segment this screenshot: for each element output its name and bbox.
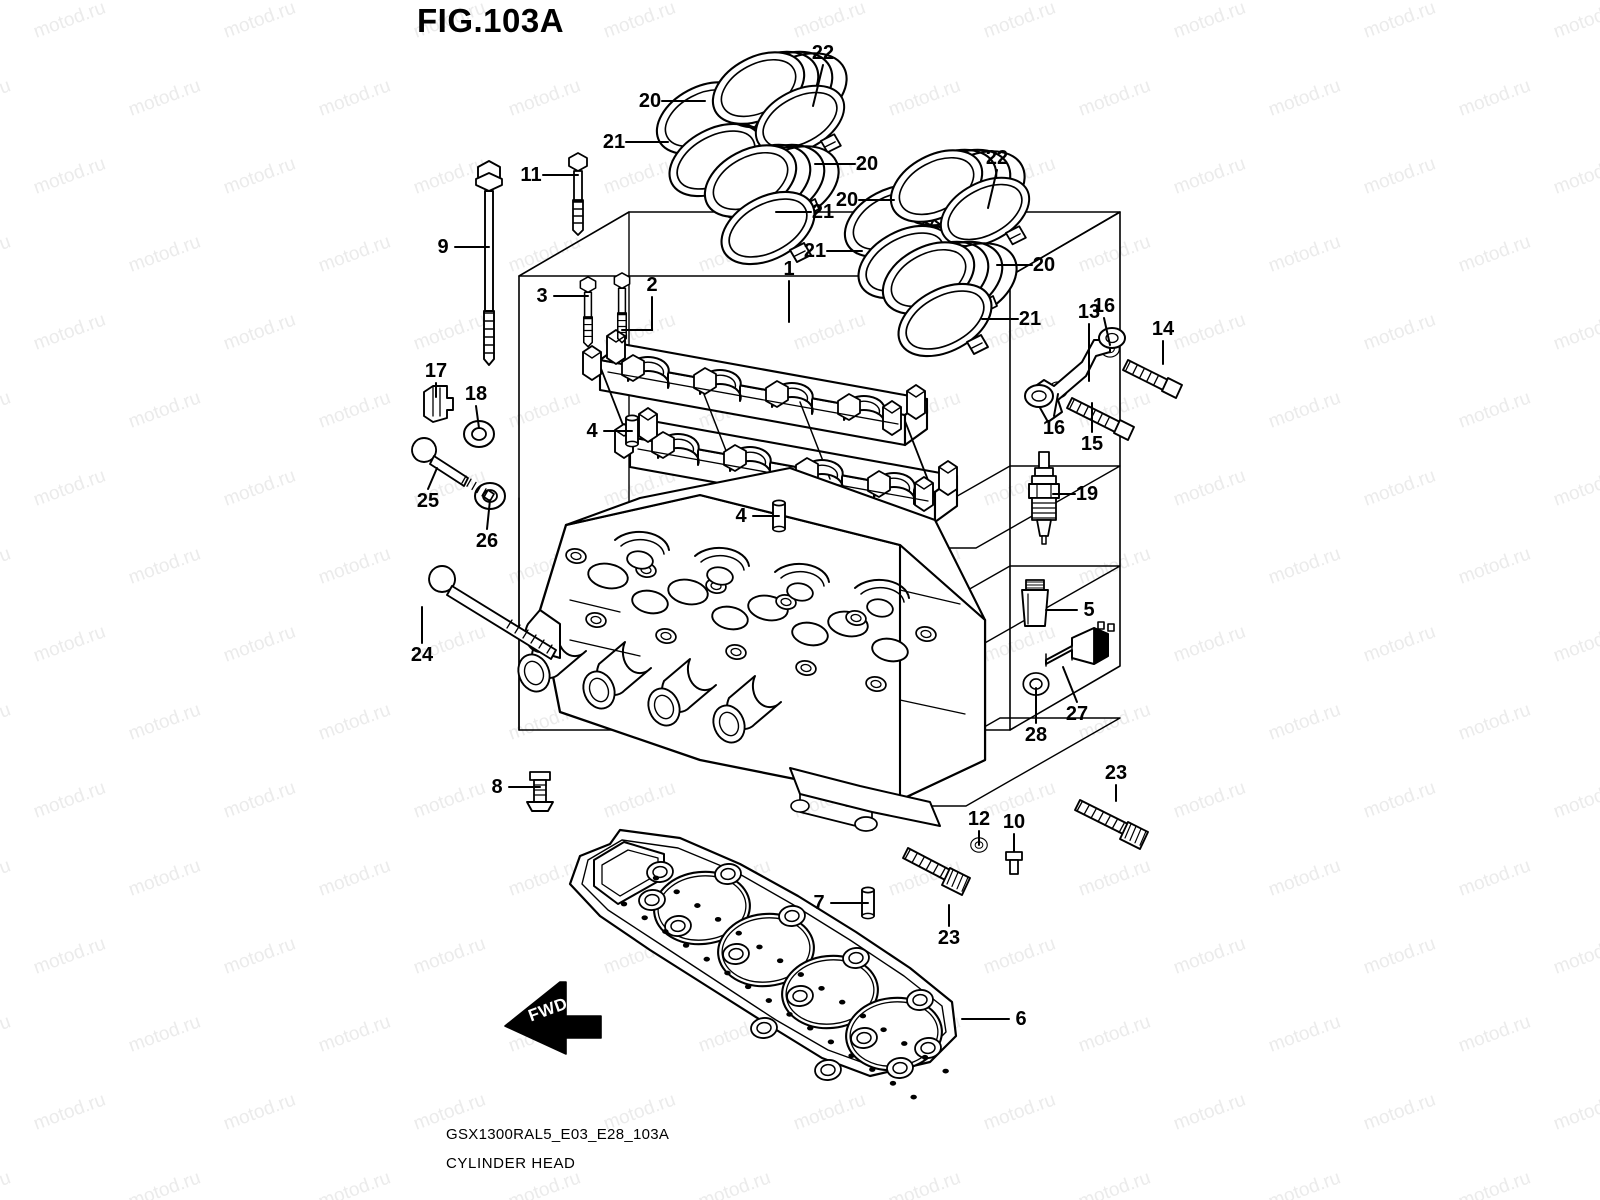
callout-26: 26 (475, 530, 499, 552)
callout-5: 5 (1083, 599, 1095, 621)
callout-4b: 4 (735, 505, 747, 527)
leader-line-18 (475, 405, 480, 429)
callout-21d: 21 (1018, 308, 1042, 330)
callout-10: 10 (1002, 811, 1026, 833)
leader-line-22a (812, 64, 824, 107)
callout-20c: 20 (835, 189, 859, 211)
callout-27: 27 (1065, 703, 1089, 725)
leader-line-25 (427, 467, 438, 490)
figure-title: FIG.103A (417, 2, 565, 39)
leader-line-2 (621, 296, 653, 331)
callout-3: 3 (536, 285, 548, 307)
callout-18: 18 (464, 383, 488, 405)
leader-line-27 (1062, 666, 1078, 703)
callout-2: 2 (646, 274, 658, 296)
callout-15: 15 (1080, 433, 1104, 455)
footer-part-code: GSX1300RAL5_E03_E28_103A (446, 1126, 670, 1143)
footer-assembly-name: CYLINDER HEAD (446, 1155, 576, 1172)
callout-6: 6 (1015, 1008, 1027, 1030)
callout-19: 19 (1075, 483, 1099, 505)
callout-16a: 16 (1092, 295, 1116, 317)
leader-line-16b (1053, 393, 1059, 417)
leader-line-22b (987, 169, 998, 209)
callout-7: 7 (813, 892, 825, 914)
callout-21c: 21 (803, 240, 827, 262)
callout-4a: 4 (586, 420, 598, 442)
callout-9: 9 (437, 236, 449, 258)
callout-12: 12 (967, 808, 991, 830)
callout-20d: 20 (1032, 254, 1056, 276)
callout-17: 17 (424, 360, 448, 382)
callout-13: 13 (1077, 301, 1101, 323)
callout-14: 14 (1151, 318, 1175, 340)
callout-20a: 20 (638, 90, 662, 112)
callout-24: 24 (410, 644, 434, 666)
callout-23b: 23 (937, 927, 961, 949)
callout-28: 28 (1024, 724, 1048, 746)
callout-16b: 16 (1042, 417, 1066, 439)
callout-25: 25 (416, 490, 440, 512)
callout-11: 11 (520, 164, 542, 186)
callout-8: 8 (491, 776, 503, 798)
callout-22a: 22 (811, 42, 835, 64)
leader-line-26 (486, 499, 491, 530)
callout-1: 1 (783, 258, 795, 280)
callout-22b: 22 (985, 147, 1009, 169)
callout-20b: 20 (855, 153, 879, 175)
callout-21b: 21 (811, 201, 835, 223)
callout-21a: 21 (602, 131, 626, 153)
callout-23a: 23 (1104, 762, 1128, 784)
leader-line-16a (1103, 317, 1111, 346)
